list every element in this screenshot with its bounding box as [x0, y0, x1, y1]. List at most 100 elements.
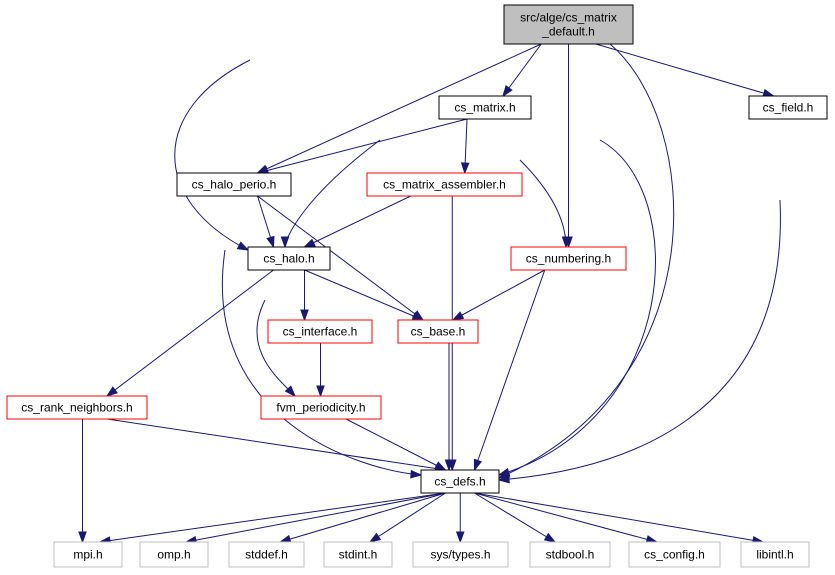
edge-cs-matrix-to-cs-halo — [280, 139, 381, 249]
node-cs-defs-label: cs_defs.h — [434, 475, 485, 489]
edge-cs-matrix-to-cs-numbering-line — [519, 159, 567, 248]
node-cs-numbering-box — [510, 246, 627, 271]
node-stdbool[interactable]: stdbool.h — [529, 541, 611, 568]
edge-cs-matrix-assembler-to-cs-halo — [303, 195, 411, 248]
node-cs-base-box — [397, 319, 479, 344]
node-cs-field[interactable]: cs_field.h — [748, 95, 828, 120]
edge-cs-numbering-to-cs-base-line — [452, 269, 545, 321]
edge-cs-halo-to-cs-rank-neighbors-line — [106, 269, 274, 397]
node-cs-numbering-label: cs_numbering.h — [526, 252, 611, 266]
edge-fvm-periodicity-to-cs-defs-line — [345, 418, 446, 471]
node-root-box — [503, 4, 634, 45]
node-stdbool-box — [529, 541, 611, 568]
node-cs-config[interactable]: cs_config.h — [628, 541, 721, 568]
edge-root-to-cs-numbering — [564, 44, 573, 249]
node-cs-halo[interactable]: cs_halo.h — [247, 246, 331, 271]
edge-cs-defs-to-stddef — [278, 492, 446, 544]
edge-cs-matrix-to-cs-halo-perio — [256, 118, 468, 175]
node-cs-halo-perio[interactable]: cs_halo_perio.h — [176, 172, 292, 197]
edge-cs-matrix-to-cs-matrix-assembler — [460, 118, 470, 175]
node-cs-interface-box — [267, 319, 373, 344]
edge-cs-defs-to-omp-line — [185, 492, 446, 543]
edge-cs-defs-to-sys-types-arrowhead — [455, 531, 465, 544]
node-root: src/alge/cs_matrix_default.h — [503, 4, 634, 45]
node-cs-defs[interactable]: cs_defs.h — [420, 469, 500, 494]
edge-root-to-cs-halo-line — [174, 59, 251, 251]
edge-cs-halo-to-cs-base-line — [304, 269, 424, 321]
node-omp-label: omp.h — [157, 548, 190, 562]
edge-cs-halo-to-cs-rank-neighbors — [105, 269, 274, 397]
node-stdint-box — [323, 541, 393, 568]
node-cs-numbering[interactable]: cs_numbering.h — [510, 246, 627, 271]
node-cs-interface[interactable]: cs_interface.h — [267, 319, 373, 344]
edge-cs-matrix-to-cs-numbering — [519, 159, 571, 249]
edge-root-to-cs-halo-arrowhead — [236, 241, 250, 251]
node-stddef[interactable]: stddef.h — [228, 541, 305, 568]
edge-cs-defs-to-sys-types — [455, 493, 465, 544]
node-stddef-label: stddef.h — [245, 548, 288, 562]
node-stdint-label: stdint.h — [339, 548, 378, 562]
edge-cs-rank-neighbors-to-cs-defs-line — [106, 418, 446, 471]
edge-cs-field-to-cs-defs-arrowhead — [497, 474, 510, 484]
edge-cs-base-to-cs-defs — [444, 343, 454, 472]
node-cs-base-label: cs_base.h — [411, 325, 466, 339]
edge-cs-numbering-to-cs-base-arrowhead — [451, 311, 465, 321]
node-sys-types[interactable]: sys/types.h — [412, 541, 509, 568]
node-omp-box — [139, 541, 209, 568]
node-mpi[interactable]: mpi.h — [53, 541, 123, 568]
node-libintl-box — [740, 541, 810, 568]
edge-cs-halo-perio-to-cs-defs-arrowhead — [410, 469, 423, 479]
edge-root-to-cs-matrix — [502, 43, 542, 98]
edge-cs-halo-perio-to-cs-defs — [222, 249, 423, 479]
edge-cs-matrix-to-cs-defs — [497, 139, 656, 477]
node-cs-config-label: cs_config.h — [644, 548, 705, 562]
edge-cs-defs-to-stddef-line — [280, 492, 446, 543]
edge-cs-halo-to-cs-interface — [300, 270, 309, 322]
edge-root-to-cs-field — [595, 43, 775, 98]
edge-cs-halo-to-fvm-periodicity — [256, 299, 297, 398]
node-cs-matrix-assembler[interactable]: cs_matrix_assembler.h — [366, 172, 523, 197]
edge-cs-halo-perio-to-cs-halo — [257, 195, 275, 249]
edge-cs-matrix-to-cs-defs-line — [498, 139, 656, 476]
edge-fvm-periodicity-to-cs-defs — [345, 418, 447, 471]
edge-fvm-periodicity-to-cs-defs-arrowhead — [434, 461, 447, 471]
edge-cs-rank-neighbors-to-mpi-arrowhead — [78, 531, 87, 544]
edge-cs-matrix-assembler-to-cs-halo-arrowhead — [303, 238, 316, 248]
node-fvm-periodicity[interactable]: fvm_periodicity.h — [260, 395, 382, 420]
node-cs-matrix-assembler-box — [366, 172, 523, 197]
edge-cs-halo-to-fvm-periodicity-arrowhead — [284, 385, 297, 398]
edge-cs-halo-to-cs-interface-arrowhead — [300, 309, 309, 322]
node-cs-field-box — [748, 95, 828, 120]
edge-cs-defs-to-libintl-line — [474, 492, 764, 543]
node-omp[interactable]: omp.h — [139, 541, 209, 568]
edge-cs-numbering-to-cs-defs-arrowhead — [473, 458, 483, 472]
edge-cs-matrix-to-cs-defs-arrowhead — [497, 467, 511, 477]
node-libintl[interactable]: libintl.h — [740, 541, 810, 568]
node-cs-halo-perio-box — [176, 172, 292, 197]
node-stddef-box — [228, 541, 305, 568]
edge-cs-field-to-cs-defs-line — [498, 199, 781, 481]
edge-cs-defs-to-cs-config-line — [474, 492, 657, 543]
edge-cs-numbering-to-cs-base — [451, 269, 545, 321]
edge-cs-defs-to-stdint-line — [369, 492, 446, 543]
node-cs-base[interactable]: cs_base.h — [397, 319, 479, 344]
edge-cs-defs-to-mpi-line — [99, 492, 446, 543]
edge-root-to-cs-field-line — [595, 43, 774, 97]
node-root-label-line-2: _default.h — [541, 25, 595, 39]
edge-cs-matrix-to-cs-halo-perio-line — [257, 118, 468, 174]
node-sys-types-label: sys/types.h — [430, 548, 490, 562]
node-sys-types-box — [412, 541, 509, 568]
edge-cs-defs-to-libintl — [474, 492, 765, 545]
edge-cs-halo-perio-to-cs-defs-line — [222, 249, 422, 476]
edges-layer — [78, 43, 781, 545]
node-stdint[interactable]: stdint.h — [323, 541, 393, 568]
edge-cs-matrix-to-cs-halo-line — [284, 139, 381, 248]
edge-cs-defs-to-mpi — [98, 492, 446, 545]
edge-cs-defs-to-stdint-arrowhead — [368, 532, 382, 543]
node-cs-rank-neighbors[interactable]: cs_rank_neighbors.h — [6, 395, 148, 420]
edge-cs-matrix-to-cs-numbering-arrowhead — [561, 236, 571, 249]
node-cs-field-label: cs_field.h — [763, 101, 814, 115]
node-cs-matrix[interactable]: cs_matrix.h — [438, 95, 532, 120]
